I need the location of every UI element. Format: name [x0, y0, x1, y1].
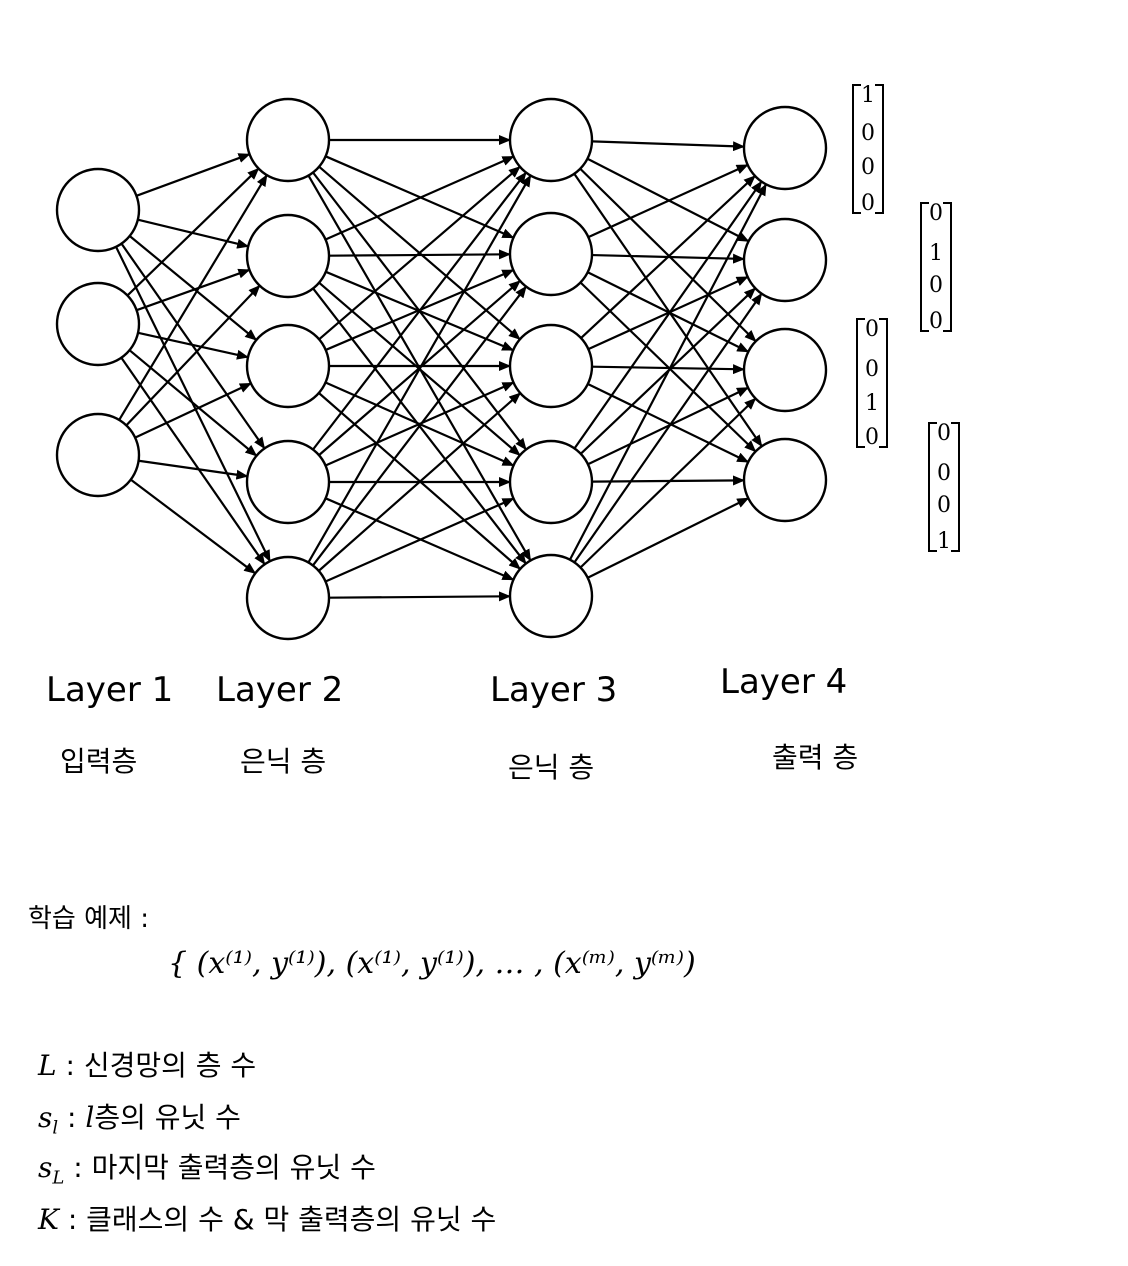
vector-2-value-2: 1: [929, 241, 943, 266]
connection-l3-3-to-4: [587, 382, 750, 464]
connection-l1-1-to-3: [128, 235, 258, 341]
connection-l3-5-to-1: [569, 183, 767, 561]
definition-s-l-colon: :: [58, 1101, 86, 1134]
connection-l2-2-to-2: [328, 249, 512, 260]
connection-l2-4-to-1: [312, 171, 527, 451]
connection-l3-1-to-1: [591, 140, 746, 152]
layer-2-unit-3: [245, 323, 331, 409]
definition-s-L-text: : 마지막 출력층의 유닛 수: [64, 1151, 376, 1184]
connection-l3-4-to-3: [587, 386, 749, 466]
neural-network-diagram: [55, 97, 828, 641]
output-vector-1: 1 0 0 0: [852, 83, 884, 216]
layer-4-unit-3: [742, 327, 828, 413]
connection-l3-5-to-2: [573, 292, 763, 563]
vector-1-value-2: 0: [861, 121, 875, 146]
connection-l2-5-to-3: [318, 392, 522, 572]
connection-l1-2-to-3: [137, 331, 249, 360]
layer-2-label: Layer 2: [216, 670, 344, 710]
vector-3-value-3: 1: [865, 391, 879, 416]
layer-2-korean: 은닉 층: [240, 745, 327, 778]
layer-1-korean: 입력층: [60, 745, 138, 778]
connection-l1-2-to-1: [126, 167, 260, 297]
layer-2-unit-5: [245, 555, 331, 641]
layer-1-label: Layer 1: [46, 670, 174, 710]
symbol-L: L: [38, 1049, 57, 1082]
definition-L-text: : 신경망의 층 수: [56, 1049, 257, 1082]
vector-2-value-3: 0: [929, 273, 943, 298]
layer-1-unit-2: [55, 281, 141, 367]
connection-l3-5-to-3: [579, 397, 757, 569]
layer-4-korean: 출력 층: [772, 741, 859, 774]
connection-l3-5-to-4: [587, 497, 750, 579]
connection-l2-5-to-5: [328, 591, 512, 602]
training-examples-label: 학습 예제 :: [28, 904, 149, 934]
layer-2-unit-1: [245, 97, 331, 183]
connection-l1-2-to-2: [136, 268, 251, 312]
layer-3-unit-3: [508, 323, 594, 409]
connection-l1-2-to-5: [120, 357, 266, 566]
connection-l2-2-to-1: [325, 155, 515, 241]
definition-s-l-text: 층의 유닛 수: [94, 1101, 241, 1134]
connection-l2-5-to-2: [312, 285, 527, 567]
symbol-l: l: [85, 1101, 95, 1134]
vector-4-value-3: 0: [937, 493, 951, 518]
connection-l1-3-to-1: [118, 174, 268, 421]
definition-K: K : 클래스의 수 & 막 출력층의 유닛 수: [38, 1198, 496, 1238]
vector-3-value-4: 0: [865, 425, 879, 450]
output-vector-4: 0 0 0 1: [928, 421, 960, 554]
vector-2-value-4: 0: [929, 309, 943, 334]
definition-L: L : 신경망의 층 수: [38, 1044, 256, 1084]
connection-l3-3-to-3: [591, 364, 746, 375]
layer-3-unit-4: [508, 439, 594, 525]
layer-2-unit-4: [245, 439, 331, 525]
vector-3-value-2: 0: [865, 357, 879, 382]
output-vector-2: 0 1 0 0: [920, 201, 952, 334]
connection-l1-1-to-1: [136, 153, 251, 197]
layer-3-label: Layer 3: [490, 670, 618, 710]
connection-l3-3-to-1: [580, 175, 756, 339]
output-vector-3: 0 0 1 0: [856, 317, 888, 450]
vector-1-value-4: 0: [861, 191, 875, 216]
layer-4-unit-1: [742, 105, 828, 191]
symbol-s-L: sL: [38, 1151, 65, 1189]
vector-4-value-2: 0: [937, 461, 951, 486]
layer-2-unit-2: [245, 213, 331, 299]
definition-s-l: sl : l층의 유닛 수: [38, 1096, 241, 1139]
layer-4-label: Layer 4: [720, 662, 848, 702]
vector-4-value-4: 1: [937, 529, 951, 554]
connection-l3-1-to-3: [579, 167, 757, 343]
connection-l1-3-to-5: [130, 478, 257, 575]
layer-1-unit-1: [55, 167, 141, 253]
layer-1-unit-3: [55, 412, 141, 498]
symbol-s-l: sl: [38, 1101, 59, 1139]
definition-K-text: : 클래스의 수 & 막 출력층의 유닛 수: [58, 1203, 497, 1236]
connection-l2-4-to-3: [325, 381, 515, 467]
vector-4-value-1: 0: [937, 421, 951, 446]
connection-l3-4-to-1: [573, 180, 763, 450]
connection-l2-3-to-1: [318, 165, 521, 341]
connection-l3-2-to-1: [587, 163, 749, 239]
connection-l3-1-to-4: [573, 173, 763, 448]
connection-l3-3-to-2: [587, 275, 749, 351]
vector-2-value-1: 0: [929, 201, 943, 226]
connection-l2-5-to-1: [307, 174, 532, 563]
layer-3-unit-5: [508, 553, 594, 639]
vector-1-value-1: 1: [861, 83, 875, 108]
connection-l1-3-to-3: [134, 382, 252, 439]
vector-1-value-3: 0: [861, 155, 875, 180]
connection-l2-5-to-4: [325, 497, 515, 583]
training-examples-set: { (x⁽¹⁾, y⁽¹⁾), (x⁽¹⁾, y⁽¹⁾), … , (x⁽ᵐ⁾,…: [168, 946, 696, 981]
connection-l3-4-to-4: [591, 475, 746, 486]
layer-4-unit-2: [742, 217, 828, 303]
symbol-K: K: [38, 1203, 59, 1236]
connection-l1-3-to-4: [138, 459, 249, 480]
layer-3-unit-2: [508, 211, 594, 297]
connection-l1-3-to-2: [125, 284, 261, 427]
definition-s-L: sL : 마지막 출력층의 유닛 수: [38, 1146, 376, 1189]
layer-4-unit-4: [742, 437, 828, 523]
layer-3-unit-1: [508, 97, 594, 183]
vector-3-value-1: 0: [865, 317, 879, 342]
layer-3-korean: 은닉 층: [508, 751, 595, 784]
